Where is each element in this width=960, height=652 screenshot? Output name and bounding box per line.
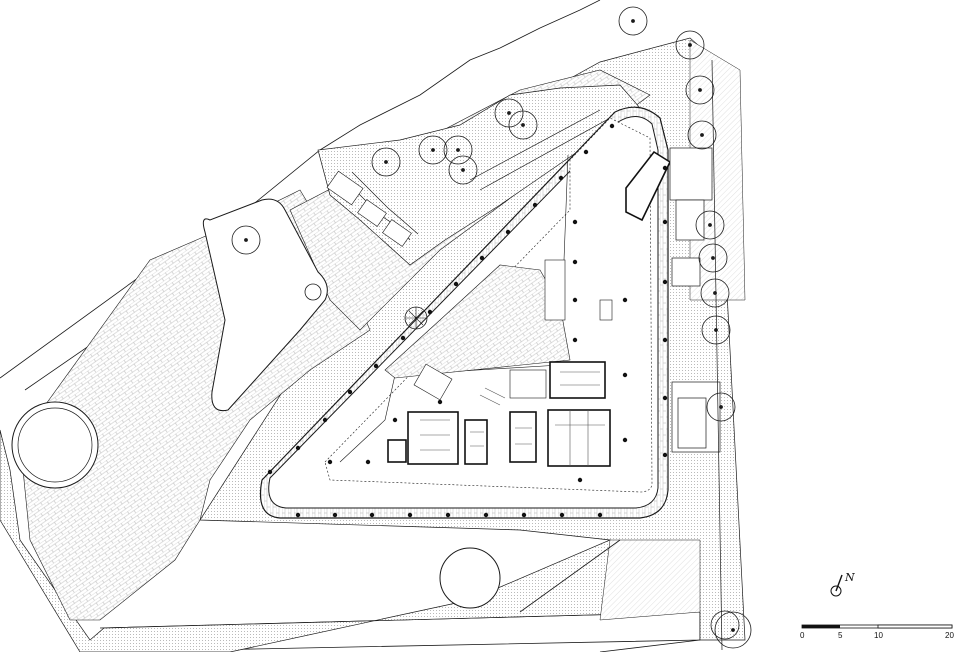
tree-icon (371, 147, 401, 177)
interior-cores (387, 150, 672, 467)
tree-icon (685, 75, 715, 105)
interior-partitions (420, 371, 605, 466)
tree-icon (418, 135, 448, 165)
north-label: N (844, 571, 855, 584)
tree-icon (710, 610, 752, 649)
tree-icon (675, 30, 705, 60)
tree-icon (687, 120, 717, 150)
tree-icon (695, 210, 725, 240)
scale-label-0: 0 (800, 631, 805, 640)
diagonal-path (519, 539, 621, 613)
east-service-area (669, 147, 721, 453)
north-arrow-icon (830, 574, 843, 597)
tree-icon (700, 278, 730, 308)
scale-bar: 0 5 10 20 (800, 624, 954, 640)
trees (231, 6, 752, 649)
tree-icon (618, 6, 648, 36)
columns (267, 123, 668, 518)
east-sidewalk-edge (711, 59, 723, 651)
tree-icon (706, 392, 736, 422)
tree-icon (404, 306, 428, 330)
round-planter-south (439, 547, 501, 609)
garden-steps (326, 170, 412, 247)
tree-icon (231, 225, 261, 255)
tree-icon (698, 243, 728, 273)
atrium-furniture (413, 259, 613, 401)
lawn-island (202, 198, 328, 412)
scale-label-5: 5 (838, 631, 843, 640)
scale-label-10: 10 (874, 631, 883, 640)
tree-icon (443, 135, 473, 165)
tree-icon (448, 155, 478, 185)
tree-icon (701, 315, 731, 345)
round-planter (11, 401, 99, 489)
north-arrow: N (830, 571, 855, 597)
tree-icon (508, 110, 538, 140)
scale-label-20: 20 (945, 631, 954, 640)
